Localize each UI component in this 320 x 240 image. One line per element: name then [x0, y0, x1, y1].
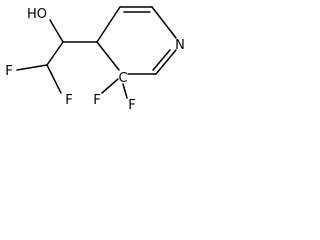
bond-cf2-f-left — [101, 78, 119, 94]
atom-label-c-ring: C — [118, 71, 127, 86]
atom-label-f-top-left: F — [5, 64, 12, 79]
atom-label-f-bottom-left: F — [65, 93, 72, 108]
bond-cf2-f-right — [122, 83, 128, 99]
bond-layer — [16, 6, 177, 99]
bond-ring-n-c2 — [155, 49, 177, 75]
bond-c-oh — [49, 19, 64, 43]
atom-label-layer: HO F F F C F N — [5, 7, 185, 113]
bond-c-chf2 — [46, 41, 64, 66]
atom-label-f-ring-right: F — [128, 98, 135, 113]
structure-diagram: HO F F F C F N — [0, 0, 195, 120]
atom-label-n: N — [175, 38, 185, 53]
bond-ring-c4-c5 — [96, 6, 121, 43]
molecule-drawing: HO F F F C F N — [5, 6, 185, 113]
bond-chf2-f1 — [16, 64, 48, 71]
bond-ring-n-c2-double — [152, 49, 171, 71]
atom-label-f-ring-left: F — [93, 93, 100, 108]
bond-chf2-f2 — [46, 64, 62, 94]
bond-ring-c3-c4 — [96, 41, 120, 71]
atom-label-oh: HO — [27, 7, 47, 22]
bond-ring-c6-n — [151, 6, 177, 39]
